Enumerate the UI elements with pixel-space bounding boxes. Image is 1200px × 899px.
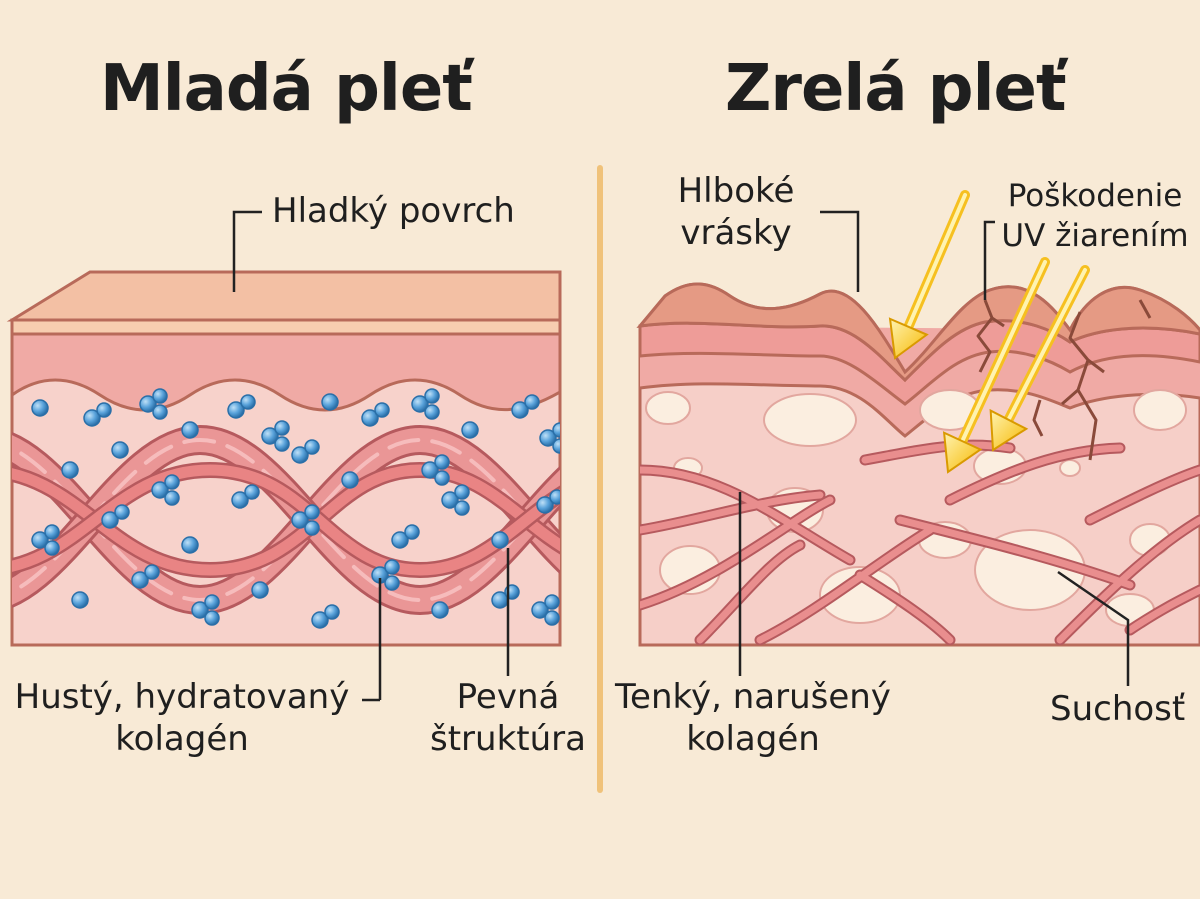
water-molecule-icon (181, 421, 199, 439)
water-molecule-icon (411, 388, 440, 420)
dense-collagen-fibers (12, 424, 560, 616)
water-molecule-icon (341, 471, 359, 489)
water-molecule-icon (61, 461, 79, 479)
label-firm-structure-line1: Pevná (456, 677, 560, 717)
mature-skin-illustration (636, 282, 1200, 647)
water-molecule-icon (227, 394, 256, 419)
label-deep-wrinkles: Hlboké vrásky (656, 170, 816, 254)
young-skin-title: Mladá pleť (100, 52, 473, 126)
water-molecule-icon (536, 489, 560, 514)
water-molecule-icon (291, 504, 320, 536)
damaged-collagen-fibers (640, 439, 1200, 645)
water-molecule-icon (291, 439, 320, 464)
water-molecule-icon (191, 594, 220, 626)
water-molecule-icon (311, 604, 340, 629)
hydration-molecules (31, 388, 560, 629)
young-skin-leader-lines (232, 210, 510, 702)
water-molecule-icon (181, 536, 199, 554)
uv-ray-icon (989, 265, 1090, 452)
label-thin-collagen: Tenký, narušený kolagén (608, 676, 898, 760)
water-molecule-icon (111, 441, 129, 459)
label-deep-wrinkles-line2: vrásky (680, 213, 792, 253)
label-dryness: Suchosť (1050, 689, 1186, 729)
crack-icon (976, 299, 1152, 461)
water-molecule-icon (431, 601, 449, 619)
skin-surface-layer (10, 318, 562, 336)
water-molecule-icon (511, 394, 540, 419)
water-molecule-icon (261, 420, 290, 452)
water-molecule-icon (151, 474, 180, 506)
label-firm-structure-line2: štruktúra (430, 719, 586, 759)
water-molecule-icon (31, 524, 60, 556)
label-uv-damage-line1: Poškodenie (1007, 178, 1183, 214)
uv-ray-icon (888, 190, 1090, 474)
label-dense-collagen: Hustý, hydratovaný kolagén (2, 676, 362, 760)
label-firm-structure: Pevná štruktúra (418, 676, 598, 760)
label-uv-damage-line2: UV žiarením (1001, 218, 1189, 254)
label-thin-collagen-line1: Tenký, narušený (615, 677, 891, 717)
label-thin-collagen-line2: kolagén (686, 719, 820, 759)
water-molecule-icon (531, 594, 560, 626)
water-molecule-icon (131, 564, 160, 589)
label-deep-wrinkles-line1: Hlboké (677, 171, 795, 211)
water-molecule-icon (361, 402, 390, 427)
mature-skin-title: Zrelá pleť (725, 52, 1067, 126)
label-smooth-surface: Hladký povrch (272, 191, 515, 231)
water-molecule-icon (539, 422, 560, 454)
label-dense-collagen-line2: kolagén (115, 719, 249, 759)
water-molecule-icon (321, 393, 339, 411)
label-uv-damage: Poškodenie UV žiarením (990, 176, 1200, 256)
water-molecule-icon (391, 524, 420, 549)
water-molecule-icon (371, 559, 400, 591)
water-molecule-icon (461, 421, 479, 439)
uv-ray-icon (942, 257, 1050, 474)
dry-patches (645, 389, 1187, 627)
mature-skin-leader-lines (738, 210, 1130, 686)
water-molecule-icon (441, 484, 470, 516)
uv-ray-icon (888, 190, 970, 360)
water-molecule-icon (139, 388, 168, 420)
water-molecule-icon (71, 591, 89, 609)
label-dense-collagen-line1: Hustý, hydratovaný (14, 677, 350, 717)
water-molecule-icon (31, 399, 49, 417)
water-molecule-icon (491, 531, 509, 549)
wrinkle-crust (636, 282, 1200, 383)
water-molecule-icon (251, 581, 269, 599)
water-molecule-icon (101, 504, 130, 529)
water-molecule-icon (421, 454, 450, 486)
water-molecule-icon (83, 402, 112, 427)
young-skin-illustration (6, 270, 562, 647)
water-molecule-icon (231, 484, 260, 509)
skin-surface-top (6, 270, 562, 322)
